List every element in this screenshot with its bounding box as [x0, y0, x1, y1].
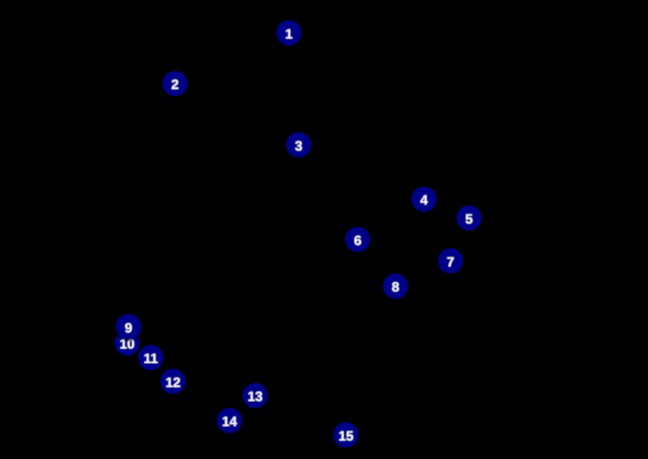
svg-text:7: 7	[447, 254, 455, 269]
svg-text:13: 13	[248, 389, 264, 404]
svg-text:5: 5	[465, 212, 473, 227]
svg-text:2: 2	[171, 77, 179, 92]
svg-text:12: 12	[165, 375, 180, 390]
svg-text:6: 6	[354, 233, 362, 248]
svg-text:3: 3	[295, 138, 303, 153]
svg-text:11: 11	[144, 351, 159, 366]
svg-text:15: 15	[338, 428, 354, 443]
svg-text:14: 14	[222, 414, 238, 429]
svg-text:4: 4	[420, 193, 428, 208]
svg-text:9: 9	[125, 320, 133, 335]
svg-text:8: 8	[392, 280, 400, 295]
svg-text:1: 1	[285, 26, 293, 41]
